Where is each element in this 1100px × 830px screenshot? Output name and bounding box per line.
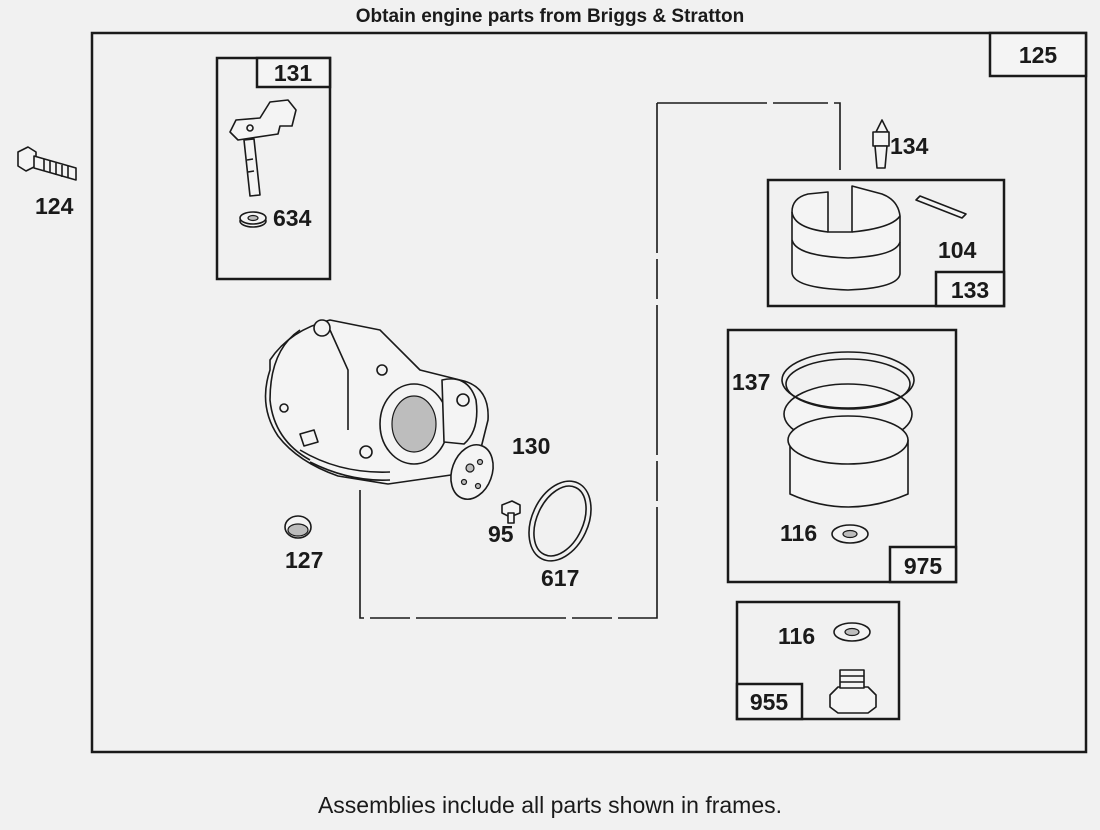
label-133[interactable]: 133: [951, 277, 989, 303]
label-124[interactable]: 124: [35, 193, 74, 219]
tag-131-box: [255, 56, 332, 89]
label-955[interactable]: 955: [750, 689, 789, 715]
screw-95-icon[interactable]: [501, 500, 521, 524]
label-137[interactable]: 137: [732, 369, 770, 395]
tag-125-box: [988, 31, 1088, 78]
label-104[interactable]: 104: [938, 237, 977, 263]
needle-valve-icon[interactable]: [872, 119, 890, 169]
frame-133: [766, 178, 1006, 308]
label-130[interactable]: 130: [512, 433, 550, 459]
label-134[interactable]: 134: [890, 133, 929, 159]
washer-116-lower-icon[interactable]: [833, 622, 871, 642]
welch-plug-127-icon[interactable]: [284, 515, 312, 539]
gasket-ring-137-icon[interactable]: [781, 351, 915, 410]
gasket-617-icon[interactable]: [517, 471, 603, 571]
label-975[interactable]: 975: [904, 553, 943, 579]
bowl-nut-icon[interactable]: [829, 669, 877, 714]
label-95[interactable]: 95: [488, 521, 514, 547]
tag-133-box: [934, 270, 1006, 308]
tag-955-box: [735, 682, 804, 721]
carburetor-body-icon[interactable]: [264, 319, 489, 485]
seal-634-icon[interactable]: [239, 211, 267, 228]
label-116-lower[interactable]: 116: [778, 623, 815, 649]
float-bowl-icon[interactable]: [783, 383, 913, 508]
bolt-icon[interactable]: [17, 146, 77, 181]
label-125[interactable]: 125: [1019, 42, 1058, 68]
float-pin-icon[interactable]: [915, 195, 967, 219]
label-634[interactable]: 634: [273, 205, 312, 231]
diagram-title: Obtain engine parts from Briggs & Stratt…: [355, 6, 745, 27]
washer-116-icon[interactable]: [831, 524, 869, 544]
choke-plate-130-icon[interactable]: [444, 439, 501, 505]
label-116-upper[interactable]: 116: [780, 520, 817, 546]
connector-lines: [359, 102, 841, 619]
main-assembly-frame: [90, 31, 1088, 754]
label-617[interactable]: 617: [541, 565, 579, 591]
frame-955: [735, 600, 901, 721]
assemblies-note: Assemblies include all parts shown in fr…: [317, 792, 783, 818]
label-127[interactable]: 127: [285, 547, 323, 573]
throttle-shaft-icon[interactable]: [229, 99, 297, 197]
float-icon[interactable]: [791, 185, 901, 291]
frame-131: [215, 56, 332, 281]
frame-975: [726, 328, 958, 584]
label-131[interactable]: 131: [274, 60, 313, 86]
tag-975-box: [888, 545, 958, 584]
